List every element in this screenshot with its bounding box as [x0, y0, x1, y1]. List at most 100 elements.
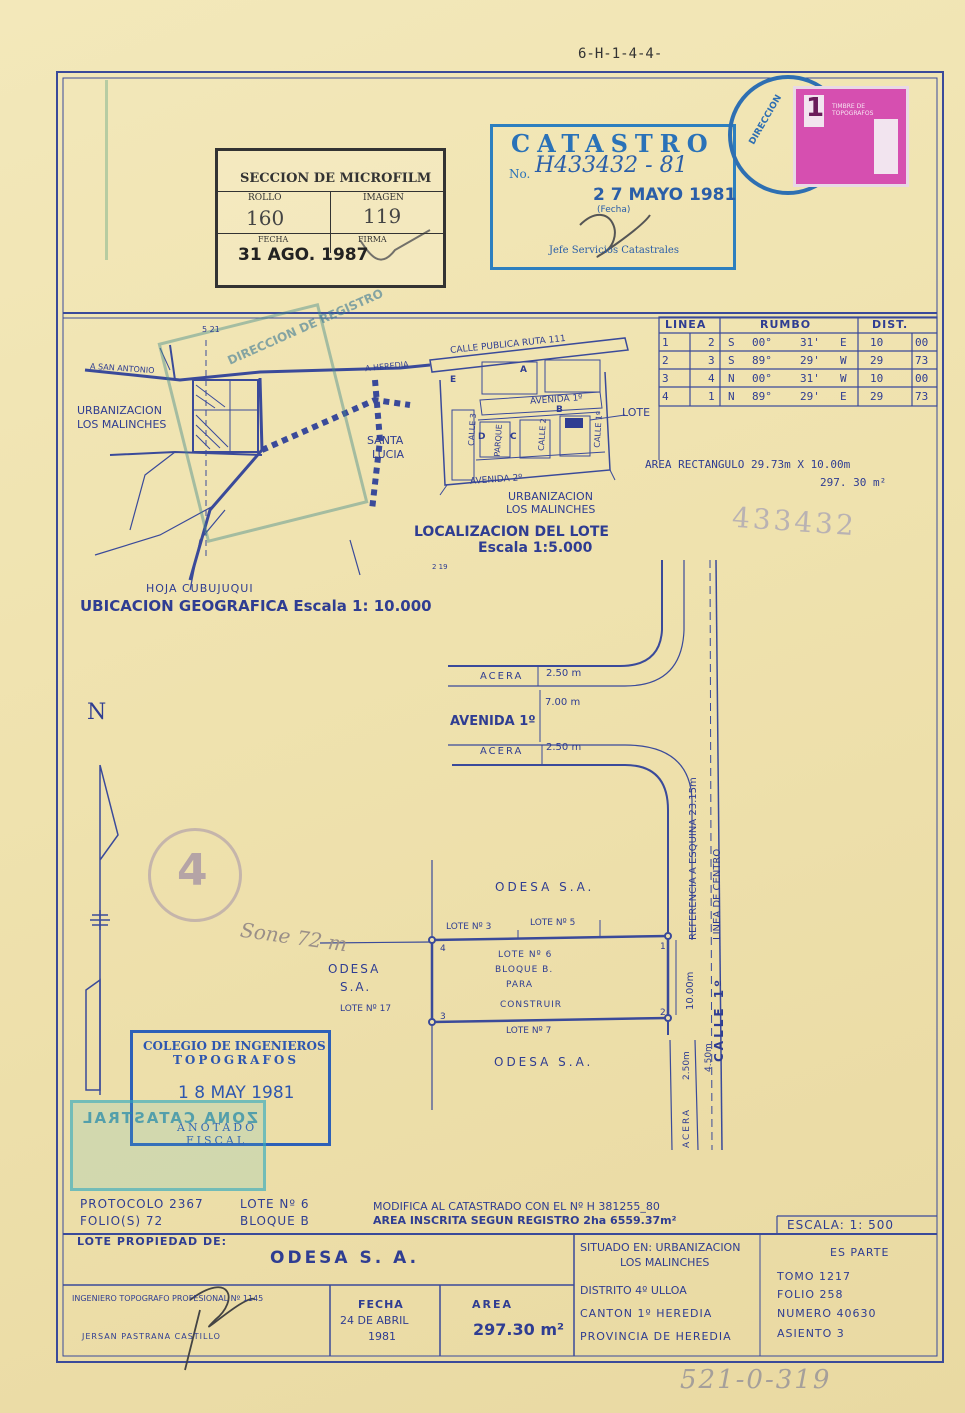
rumbo-cell: 1: [662, 336, 669, 349]
escala: ESCALA: 1: 500: [787, 1218, 894, 1232]
block-d: D: [478, 432, 486, 442]
area-rectangulo-value: 297. 30 m²: [820, 476, 887, 489]
situado: SITUADO EN: URBANIZACION: [580, 1241, 741, 1254]
tomo: TOMO 1217: [777, 1270, 852, 1283]
circle-number: 4: [177, 845, 208, 896]
area-label-footer: AREA: [472, 1298, 514, 1311]
asiento: ASIENTO 3: [777, 1327, 845, 1340]
block-e: E: [450, 375, 457, 385]
catastro-title: CATASTRO: [511, 129, 715, 158]
lote-5: LOTE Nº 5: [530, 918, 576, 928]
rumbo-cell: 00°: [752, 336, 772, 349]
rumbo-cell: 4: [662, 390, 669, 403]
rumbo-cell: 00: [915, 372, 929, 385]
para: PARA: [506, 980, 534, 990]
street-plan: [319, 559, 723, 1151]
rumbo-cell: 3: [708, 354, 715, 367]
vertex-3: 3: [440, 1012, 446, 1022]
block-c: C: [510, 432, 517, 442]
hoja-label: HOJA CUBUJUQUI: [146, 582, 254, 595]
vertex-1: 1: [660, 942, 666, 952]
canton: CANTON 1º HEREDIA: [580, 1307, 713, 1320]
catastro-stamp: CATASTRO No. H433432 - 81 2 7 MAYO 1981 …: [490, 124, 736, 270]
situado-2: LOS MALINCHES: [620, 1256, 710, 1269]
avenida-width: 7.00 m: [545, 697, 581, 708]
imagen-label: IMAGEN: [363, 193, 404, 203]
colegio-line1: COLEGIO DE INGENIEROS: [143, 1039, 326, 1053]
rumbo-cell: S: [728, 336, 735, 349]
footer-bloque: BLOQUE B: [240, 1214, 310, 1228]
colegio-date: 1 8 MAY 1981: [178, 1083, 295, 1103]
catastro-no-label: No.: [509, 167, 531, 181]
referencia-esquina: REFERENCIA A ESQUINA 23.15m: [688, 777, 699, 940]
location-map: [429, 337, 629, 496]
protocolo: PROTOCOLO 2367: [80, 1197, 204, 1211]
timbre-value: 1: [806, 93, 825, 123]
map-urb-line1: URBANIZACION: [77, 404, 162, 417]
fecha-value: 24 DE ABRIL: [340, 1314, 409, 1327]
rollo-label: ROLLO: [248, 193, 282, 203]
timbre-text: TIMBRE DE TOPOGRAFOS: [832, 103, 874, 117]
rumbo-cell: 29: [870, 390, 884, 403]
north-arrow: [85, 764, 119, 1095]
microfilm-date: 31 AGO. 1987: [238, 245, 369, 265]
santa-line1: SANTA: [367, 434, 404, 447]
rumbo-table-grid: [658, 316, 938, 407]
rumbo-cell: 3: [662, 372, 669, 385]
footer-grid: [63, 1215, 937, 1356]
vertex-4: 4: [440, 944, 446, 954]
colegio-line2: TOPOGRAFOS: [173, 1053, 300, 1067]
microfilm-title: SECCION DE MICROFILM: [240, 171, 432, 186]
timbre-stamp: 1 TIMBRE DE TOPOGRAFOS: [793, 86, 909, 187]
coord-bottom: 2 19: [432, 563, 448, 571]
acera-mid: ACERA: [480, 746, 524, 757]
rumbo-cell: 10: [870, 336, 884, 349]
rumbo-cell: N: [728, 372, 735, 385]
lote-3: LOTE Nº 3: [446, 922, 492, 932]
block-a: A: [520, 365, 527, 375]
rumbo-cell: 89°: [752, 354, 772, 367]
rumbo-cell: 10: [870, 372, 884, 385]
vertex-2: 2: [660, 1008, 666, 1018]
rumbo-cell: 31': [800, 372, 820, 385]
acera-top: ACERA: [480, 671, 524, 682]
circle-number-stamp: 4: [148, 828, 242, 922]
loc-urb-line1: URBANIZACION: [508, 490, 593, 503]
provincia: PROVINCIA DE HEREDIA: [580, 1330, 732, 1343]
coord-top: 5 21: [202, 325, 220, 334]
distrito: DISTRITO 4º ULLOA: [580, 1284, 687, 1297]
loc-lote: LOTE: [622, 406, 651, 419]
rumbo-cell: W: [840, 372, 847, 385]
area-inscrita: AREA INSCRITA SEGUN REGISTRO 2ha 6559.37…: [373, 1214, 677, 1227]
calle-1: CALLE 1º: [712, 977, 726, 1062]
construir: CONSTRUIR: [500, 1000, 563, 1010]
ubicacion-title: UBICACION GEOGRAFICA Escala 1: 10.000: [80, 597, 432, 615]
rumbo-cell: 00°: [752, 372, 772, 385]
rumbo-cell: 00: [915, 336, 929, 349]
microfilm-stamp: SECCION DE MICROFILM ROLLO IMAGEN 160 11…: [215, 148, 446, 288]
colegio-anotado: ANOTADO: [177, 1121, 258, 1134]
catastro-number: H433432 - 81: [535, 153, 688, 178]
catastro-date: 2 7 MAYO 1981: [593, 185, 737, 205]
acera-mid-width: 2.50 m: [546, 742, 582, 753]
fecha-label: FECHA: [258, 235, 289, 244]
acera-top-width: 2.50 m: [546, 668, 582, 679]
lote-7: LOTE Nº 7: [506, 1026, 552, 1036]
owner-name: ODESA S. A.: [270, 1248, 420, 1268]
acera-bottom: ACERA: [682, 1107, 692, 1148]
rumbo-cell: 29: [870, 354, 884, 367]
dim-side: 10.00m: [685, 971, 696, 1010]
rumbo-cell: N: [728, 390, 735, 403]
numero: NUMERO 40630: [777, 1307, 877, 1320]
rumbo-cell: E: [840, 390, 847, 403]
rumbo-cell: 1: [708, 390, 715, 403]
rumbo-cell: E: [840, 336, 847, 349]
rumbo-cell: W: [840, 354, 847, 367]
odesa-left-2: S.A.: [340, 980, 372, 994]
geographic-map: [84, 340, 431, 591]
map-urb-line2: LOS MALINCHES: [77, 418, 167, 431]
odesa-left-1: ODESA: [328, 962, 381, 976]
north-label: N: [87, 700, 107, 725]
catastro-chief: Jefe Servicios Catastrales: [549, 245, 679, 256]
